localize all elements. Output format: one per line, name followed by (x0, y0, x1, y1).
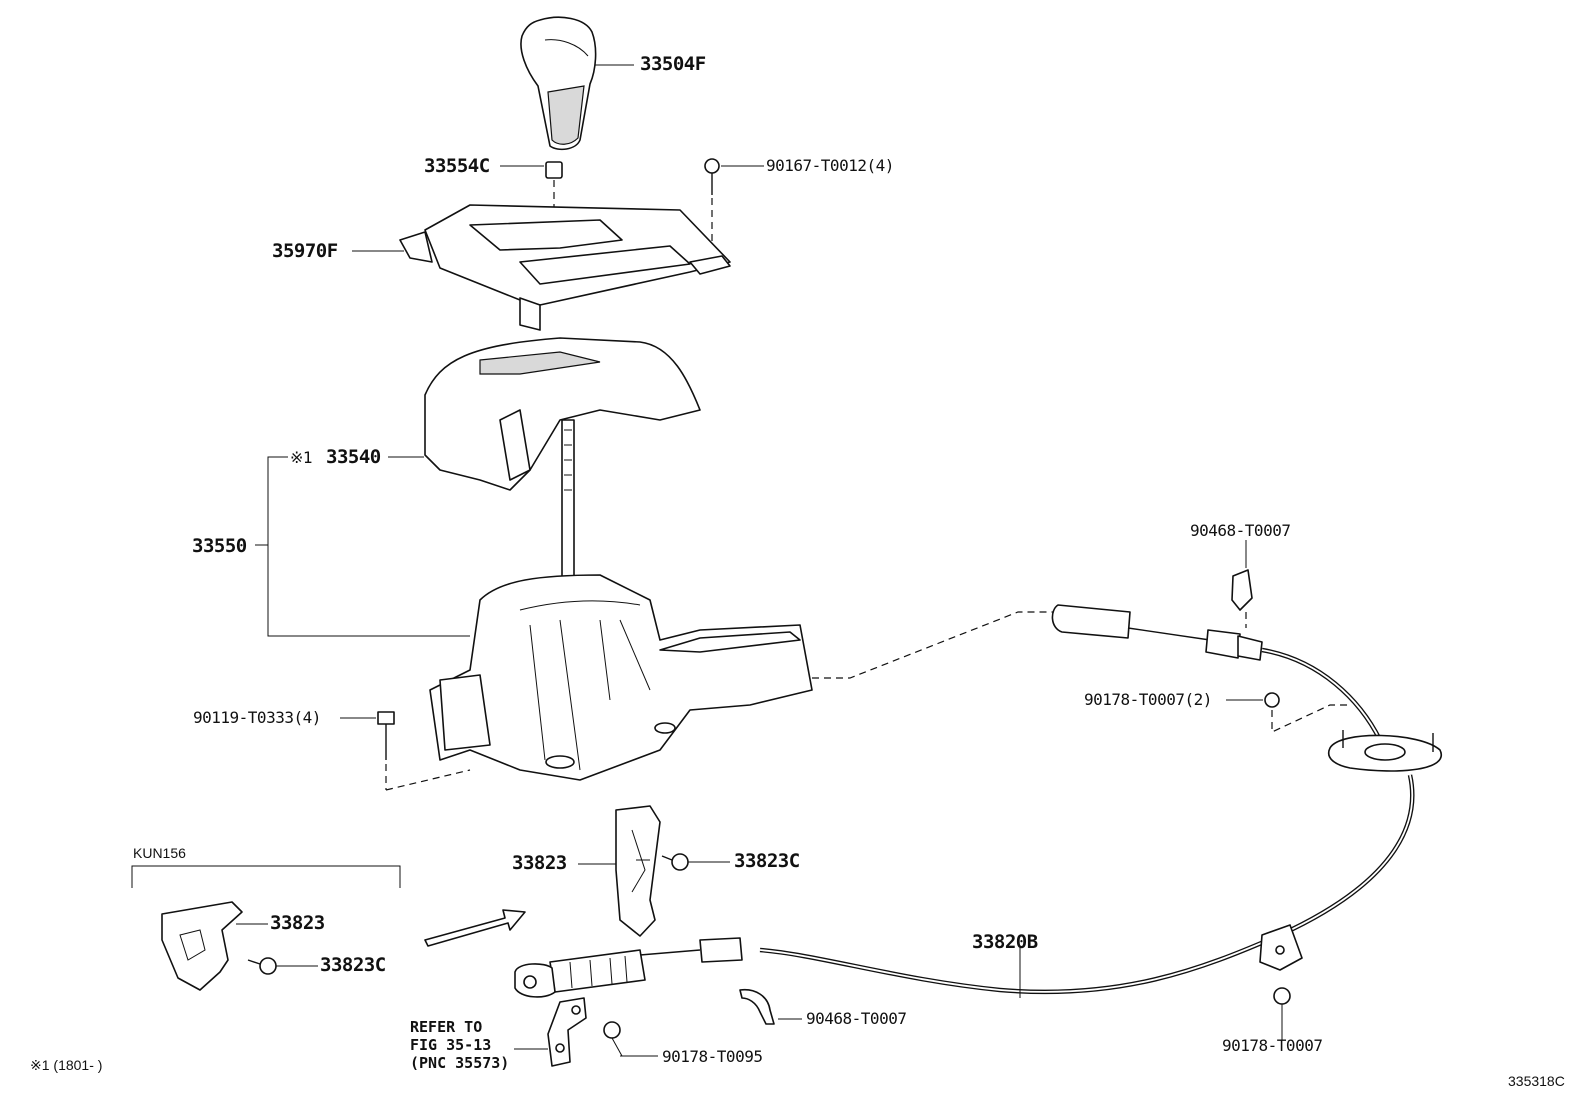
label-cable: 33820B (972, 931, 1038, 953)
cable-plate-drawing (1328, 730, 1443, 772)
cable-end-lower-drawing (514, 937, 743, 998)
label-screw-top: 90167-T0012(4) (766, 156, 894, 175)
cable-route-dashed (812, 611, 1060, 679)
housing-cover-drawing (388, 337, 701, 491)
label-nut-upper: 90178-T0007(2) (1084, 690, 1212, 709)
refer-bracket-drawing (514, 997, 587, 1067)
label-kun156-bolt: 33823C (320, 954, 386, 976)
label-knob: 33504F (640, 53, 706, 75)
label-bolt-left: 90119-T0333(4) (193, 708, 321, 727)
label-nut-lower-right: 90178-T0007 (1222, 1036, 1323, 1055)
clip-upper-drawing (1231, 540, 1253, 628)
shift-knob-drawing (520, 16, 634, 151)
label-clip-upper: 90468-T0007 (1190, 521, 1291, 540)
label-shift-lever-assy: 33550 (192, 535, 247, 557)
shift-shaft-drawing (561, 419, 575, 591)
label-bracket: 33823 (512, 852, 567, 874)
label-bracket-bolt: 33823C (734, 850, 800, 872)
label-housing-cover: 33540 (326, 446, 381, 468)
label-note-mark: ※1 (290, 448, 313, 467)
bezel-drawing (352, 204, 731, 331)
refer-note: REFER TO FIG 35-13 (PNC 35573) (410, 1018, 510, 1072)
cable-end-upper-drawing (1051, 604, 1383, 742)
kun156-bracket-group (131, 865, 401, 991)
main-cable-drawing (759, 774, 1415, 998)
shift-lever-base-drawing (429, 574, 813, 781)
nut-lower-drawing (603, 1021, 658, 1057)
nut-upper-drawing (1226, 692, 1350, 733)
label-variant: KUN156 (133, 845, 186, 861)
clip-lower-drawing (739, 988, 802, 1025)
figure-code: 335318C (1508, 1073, 1565, 1089)
bolt-left-drawing (340, 711, 471, 791)
bracket-center-drawing (578, 805, 730, 937)
label-nut-lower: 90178-T0095 (662, 1047, 763, 1066)
label-clip-lower: 90468-T0007 (806, 1009, 907, 1028)
direction-arrow (424, 909, 526, 947)
label-knob-cover: 33554C (424, 155, 490, 177)
label-bezel: 35970F (272, 240, 338, 262)
assy-bracket-lines (255, 456, 470, 637)
footnote: ※1 (1801- ) (30, 1057, 103, 1073)
cable-clamp-drawing (1259, 924, 1303, 1040)
screw-top-drawing (704, 158, 764, 250)
label-kun156-bracket: 33823 (270, 912, 325, 934)
